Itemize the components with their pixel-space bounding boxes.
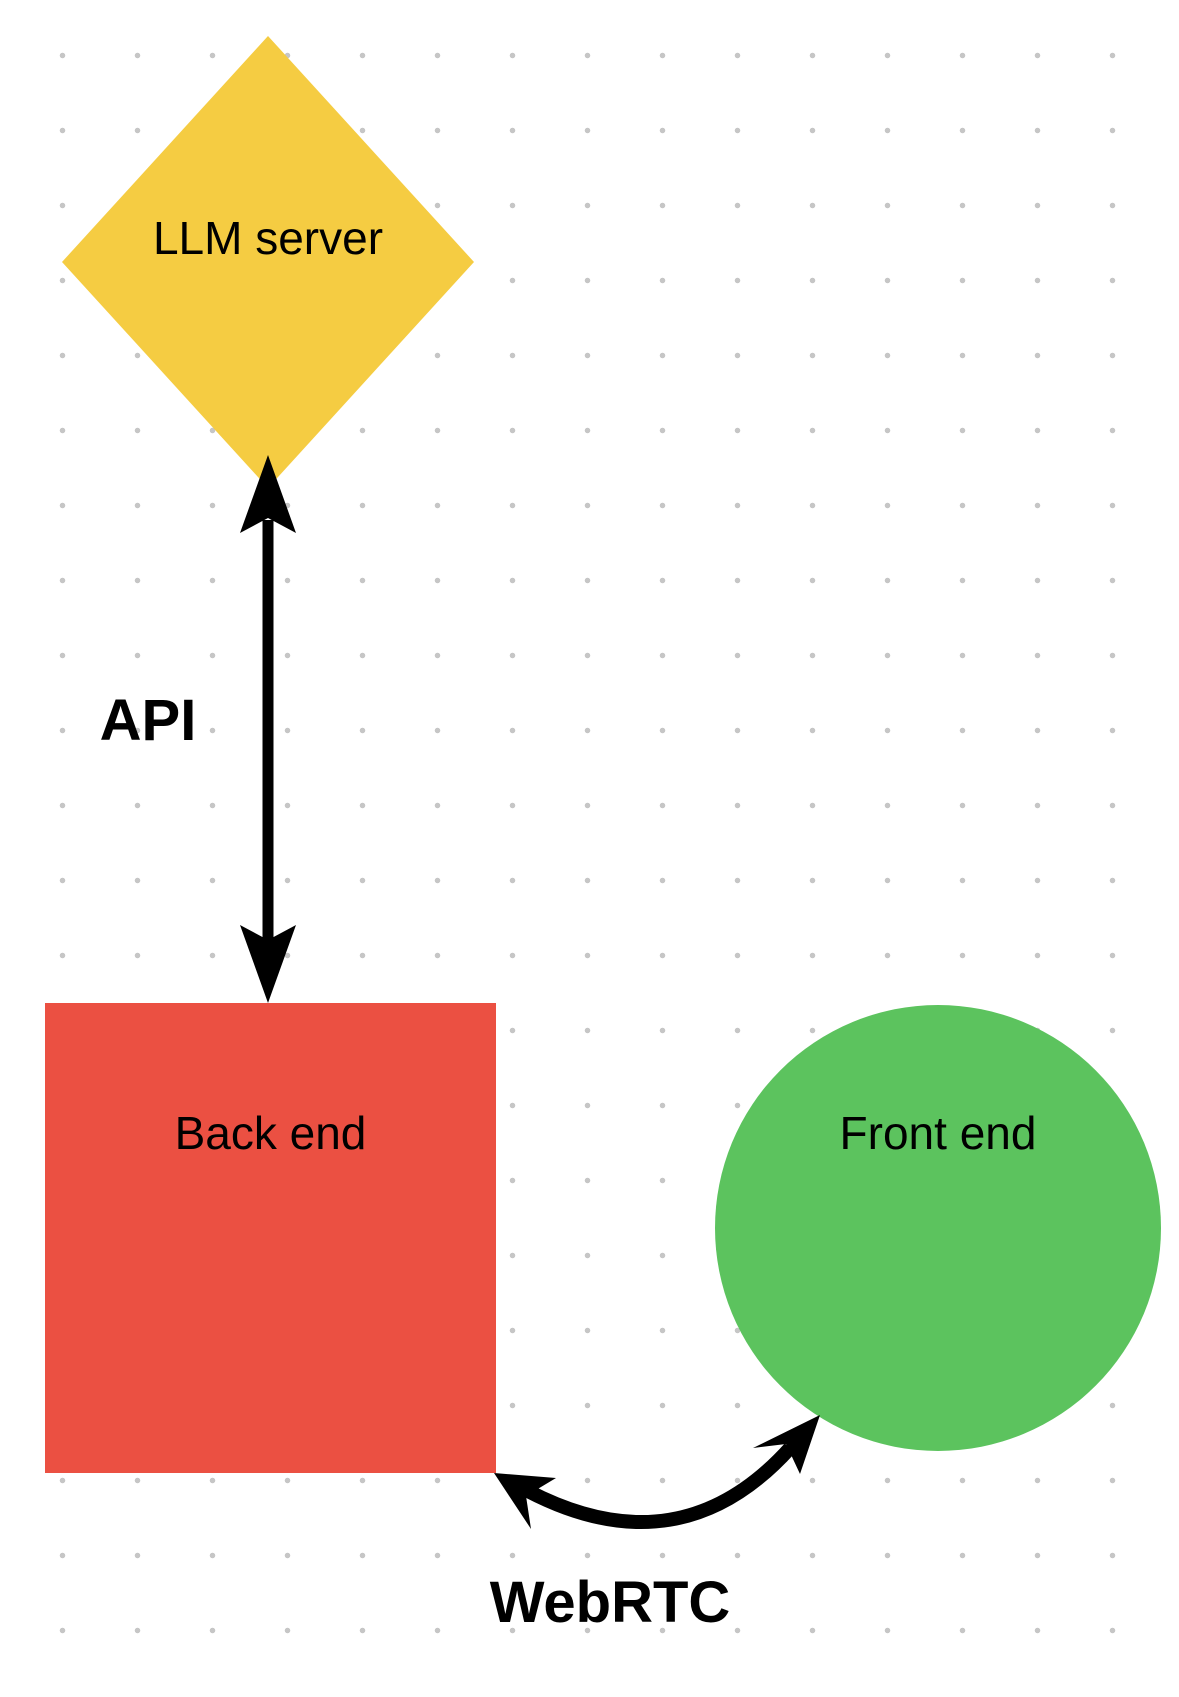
node-shape-llm-server[interactable] <box>62 36 474 488</box>
edge-label-webrtc: WebRTC <box>489 1570 731 1635</box>
edge-api-arrow[interactable] <box>240 455 296 1003</box>
node-label-llm-server: LLM server <box>152 212 384 264</box>
node-shape-front-end[interactable] <box>715 1005 1161 1451</box>
node-shape-back-end[interactable] <box>45 1003 496 1473</box>
node-label-front-end: Front end <box>839 1107 1037 1159</box>
edge-label-api: API <box>99 688 197 753</box>
edge-webrtc-arrow[interactable] <box>494 1415 820 1530</box>
node-label-back-end: Back end <box>174 1107 367 1159</box>
